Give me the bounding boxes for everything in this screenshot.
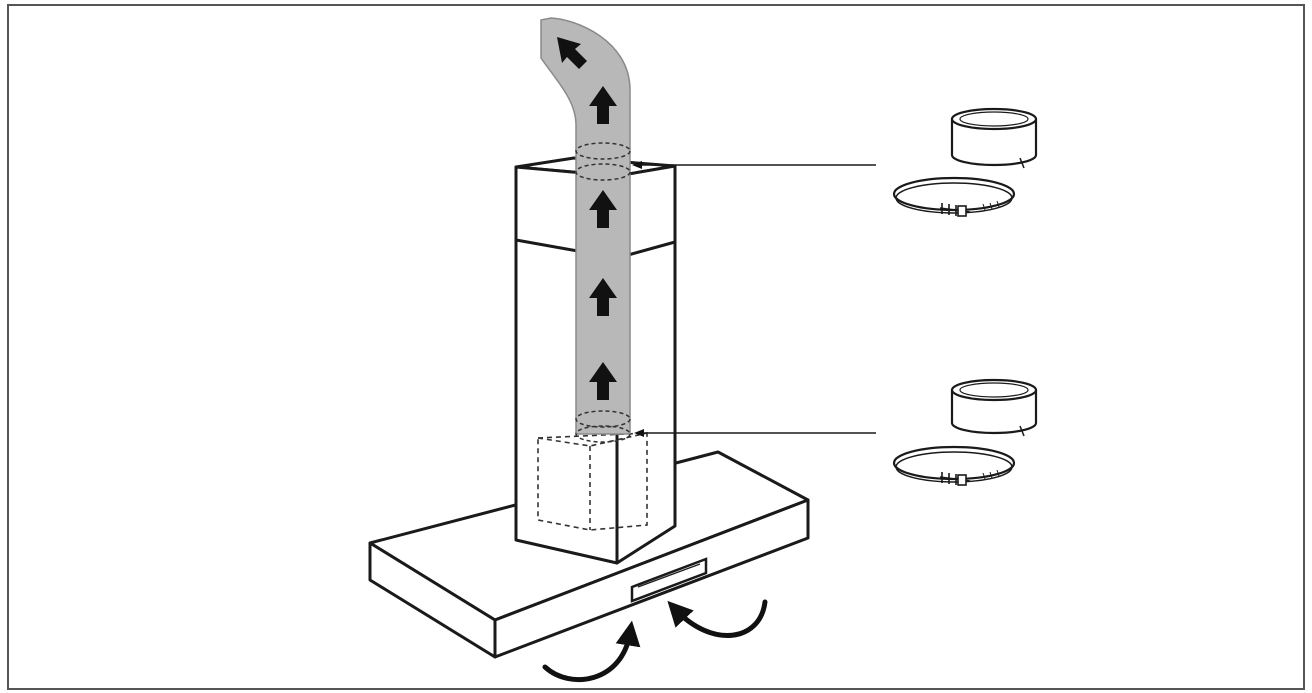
lower-duct-ring bbox=[575, 410, 631, 428]
lower-adhesive-tape-roll bbox=[950, 378, 1038, 437]
upper-clamp-screw bbox=[939, 203, 971, 217]
upper-leader-tip bbox=[632, 161, 642, 169]
upper-clamp-slots bbox=[982, 200, 1000, 211]
leader-lines bbox=[632, 161, 876, 437]
airflow-arrow-4 bbox=[589, 362, 617, 400]
intake-arrow-left bbox=[542, 620, 641, 683]
upper-hose-clamp bbox=[892, 176, 1016, 217]
lower-duct-ring-lower bbox=[575, 425, 631, 443]
airflow-arrow-1 bbox=[589, 86, 617, 124]
figure-border bbox=[7, 4, 1305, 690]
upper-duct-ring bbox=[575, 142, 631, 160]
upper-adhesive-tape-roll bbox=[950, 107, 1038, 169]
exit-arrow bbox=[557, 37, 587, 69]
intake-arrow-right bbox=[667, 599, 768, 638]
airflow-arrow-2 bbox=[589, 190, 617, 228]
lower-clamp-screw bbox=[939, 472, 971, 486]
upper-duct-ring-lower bbox=[575, 163, 631, 181]
lower-clamp-slots bbox=[982, 469, 1000, 480]
lower-leader-tip bbox=[634, 429, 644, 437]
airflow-arrow-3 bbox=[589, 278, 617, 316]
intake-arrows bbox=[542, 599, 768, 683]
control-panel bbox=[630, 557, 708, 603]
lower-hose-clamp bbox=[892, 445, 1016, 486]
airflow-arrows bbox=[589, 86, 617, 400]
